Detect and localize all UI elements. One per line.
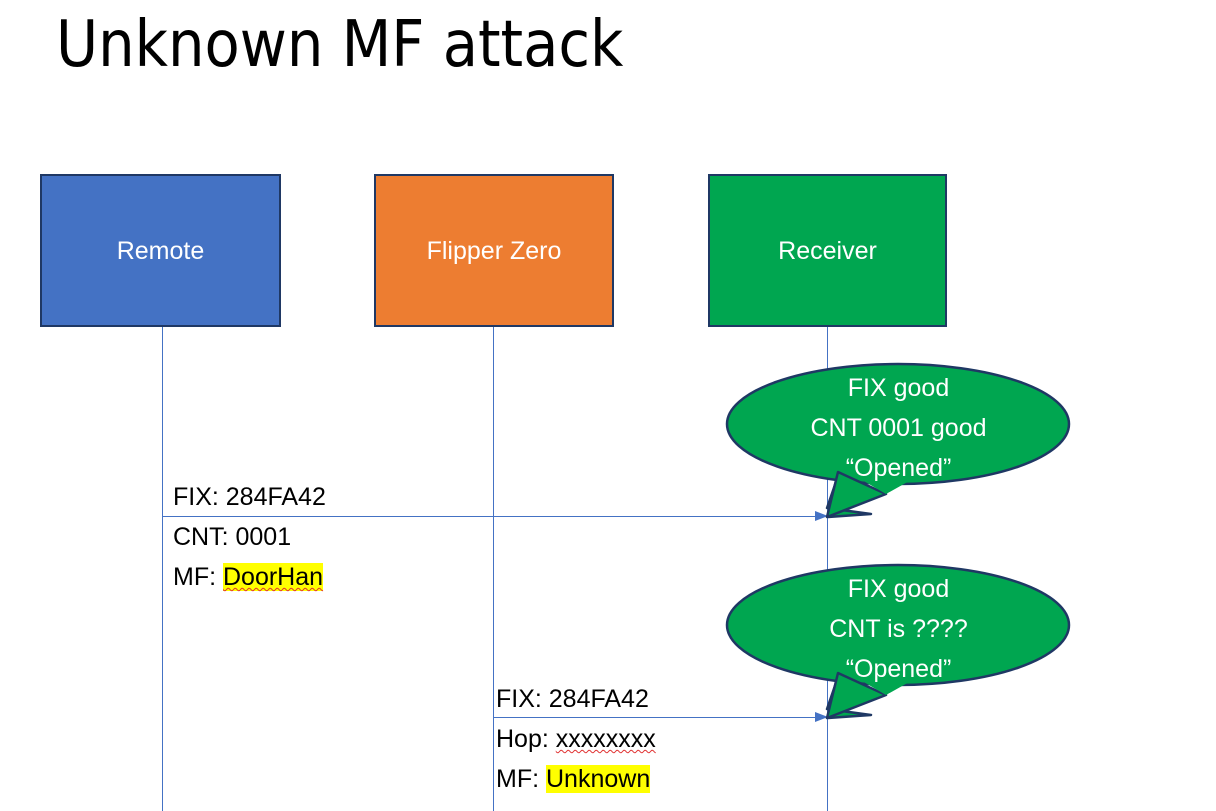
msg2-line-hop: Hop: xxxxxxxx [496,719,656,759]
speech-bubble-shape-1 [725,362,1071,519]
msg2-mf-value: Unknown [546,765,651,793]
message-label-flipper-to-receiver: FIX: 284FA42 Hop: xxxxxxxx MF: Unknown [496,679,656,799]
msg1-line-fix: FIX: 284FA42 [173,483,326,511]
msg1-mf-label: MF: [173,563,223,591]
msg1-line-mf: MF: DoorHan [173,557,326,597]
actor-label-receiver: Receiver [778,236,877,265]
msg2-hop-label: Hop: [496,725,556,753]
message-label-remote-to-receiver: FIX: 284FA42 CNT: 0001 MF: DoorHan [173,477,326,597]
msg2-mf-label: MF: [496,765,546,793]
lifeline-remote [162,327,163,811]
speech-bubble-receiver-first: FIX good CNT 0001 good “Opened” [725,362,1071,522]
actor-label-remote: Remote [116,236,205,265]
actor-box-receiver[interactable]: Receiver [708,174,947,327]
msg2-line-fix: FIX: 284FA42 [496,685,649,713]
msg1-line-cnt: CNT: 0001 [173,523,292,551]
actor-box-flipper-zero[interactable]: Flipper Zero [374,174,614,327]
message-arrow-remote-to-receiver [162,511,828,521]
speech-bubble-shape-2 [725,563,1071,720]
msg2-line-mf: MF: Unknown [496,759,656,799]
actor-label-flipper-zero: Flipper Zero [426,236,562,265]
msg1-mf-value: DoorHan [223,563,324,591]
actor-box-remote[interactable]: Remote [40,174,281,327]
msg2-hop-value: xxxxxxxx [555,725,656,753]
page-title: Unknown MF attack [56,8,624,82]
speech-bubble-receiver-second: FIX good CNT is ???? “Opened” [725,563,1071,723]
message-arrow-flipper-to-receiver [493,712,828,722]
lifeline-flipper-zero [493,327,494,811]
